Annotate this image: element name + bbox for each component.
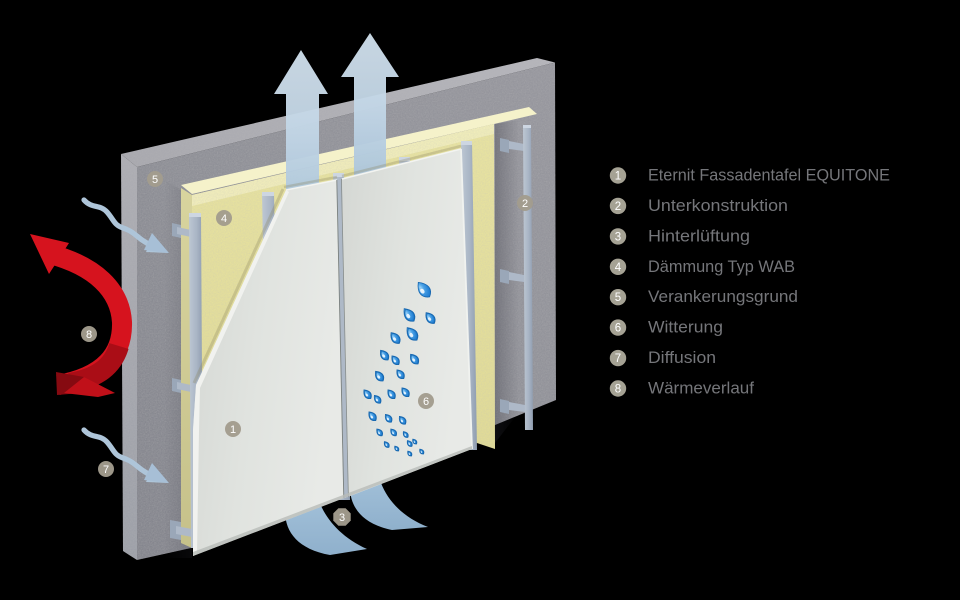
svg-text:5: 5 xyxy=(152,174,158,186)
svg-text:2: 2 xyxy=(522,198,528,210)
svg-text:1: 1 xyxy=(230,424,236,436)
svg-text:8: 8 xyxy=(86,329,92,341)
svg-text:5: 5 xyxy=(615,292,621,304)
svg-text:6: 6 xyxy=(423,396,429,408)
svg-text:Hinterlüftung: Hinterlüftung xyxy=(648,226,750,245)
svg-text:Wärmeverlauf: Wärmeverlauf xyxy=(648,379,754,398)
svg-text:1: 1 xyxy=(615,171,621,183)
svg-text:7: 7 xyxy=(103,464,109,476)
svg-text:2: 2 xyxy=(615,201,621,213)
svg-text:8: 8 xyxy=(615,384,621,396)
svg-text:6: 6 xyxy=(615,323,621,335)
svg-text:Unterkonstruktion: Unterkonstruktion xyxy=(648,196,788,215)
svg-text:Dämmung Typ WAB: Dämmung Typ WAB xyxy=(648,257,795,276)
svg-text:3: 3 xyxy=(615,231,621,243)
svg-text:Diffusion: Diffusion xyxy=(648,348,716,367)
svg-text:7: 7 xyxy=(615,353,621,365)
svg-text:4: 4 xyxy=(615,262,622,274)
svg-text:Witterung: Witterung xyxy=(648,318,723,337)
svg-text:4: 4 xyxy=(221,213,227,225)
svg-text:3: 3 xyxy=(339,512,345,524)
svg-text:Verankerungsgrund: Verankerungsgrund xyxy=(648,287,798,306)
svg-text:Eternit Fassadentafel EQUITONE: Eternit Fassadentafel EQUITONE xyxy=(648,166,890,185)
